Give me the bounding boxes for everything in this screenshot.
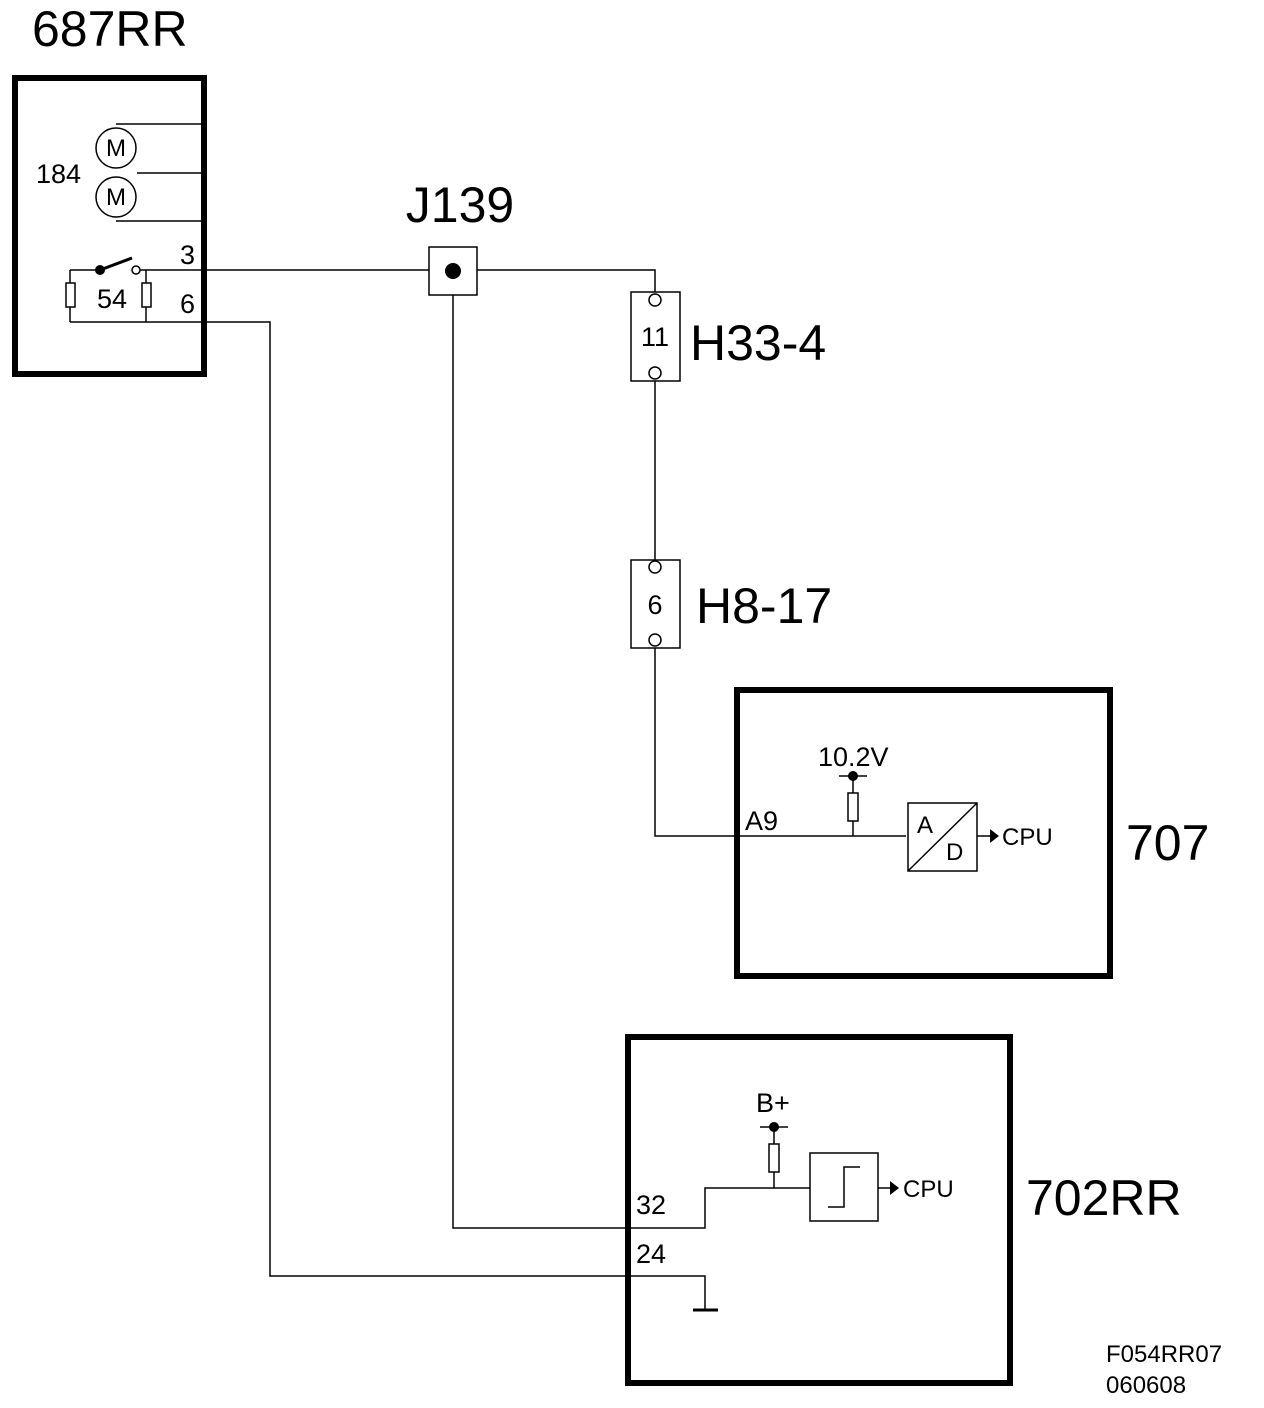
arrow-right-icon (890, 1181, 899, 1195)
supply-bplus-label: B+ (756, 1088, 790, 1118)
junction-j139-label: J139 (406, 177, 514, 233)
diagram-date: 060608 (1106, 1372, 1186, 1399)
pin-6-label: 6 (180, 289, 195, 319)
motor-ref-label: 184 (36, 159, 81, 189)
module-687rr: 687RR M M 184 54 3 6 (12, 1, 207, 377)
wire-pin6-ground (146, 321, 706, 1310)
pin-3-label: 3 (180, 240, 195, 270)
switch-blade-icon (99, 256, 133, 272)
junction-node-icon (445, 263, 461, 279)
connector-h8-17: 6 H8-17 (630, 559, 832, 649)
connector-h33-4-pin: 11 (641, 322, 669, 352)
connector-h8-17-label: H8-17 (696, 578, 832, 634)
resistor-icon (141, 282, 152, 308)
wire-j139-702rr (452, 271, 810, 1229)
terminal-icon (648, 560, 662, 574)
connector-h33-4: 11 H33-4 (630, 291, 826, 382)
switch-ref-label: 54 (97, 284, 127, 314)
motor-icon (95, 127, 137, 169)
pin-24-label: 24 (636, 1239, 666, 1269)
supply-10v-label: 10.2V (818, 742, 889, 772)
wires (140, 269, 906, 1310)
motor-symbol: M (106, 184, 126, 211)
module-702rr: 702RR 32 24 B+ CPU (625, 1034, 1182, 1386)
wire-h8-707 (654, 648, 906, 837)
motor-icon (95, 176, 137, 218)
motor-symbol: M (106, 135, 126, 162)
terminal-icon (648, 293, 662, 307)
pin-32-label: 32 (636, 1190, 666, 1220)
pullup-resistor-icon (847, 792, 859, 822)
junction-j139: J139 (406, 177, 514, 296)
terminal-icon (648, 633, 662, 647)
pin-a9-label: A9 (745, 806, 778, 836)
connector-h33-4-box (630, 291, 681, 382)
adc-diagonal-icon (907, 802, 978, 872)
wire-pin3-h33 (140, 269, 656, 292)
module-702rr-box (625, 1034, 1013, 1386)
module-707: 707 A9 10.2V A D CPU (734, 687, 1209, 979)
module-687rr-box (12, 75, 207, 377)
step-signal-icon (828, 1166, 860, 1208)
module-702rr-label: 702RR (1026, 1170, 1182, 1226)
switch-54: 54 (65, 256, 152, 323)
resistor-icon (65, 282, 76, 308)
arrow-right-icon (990, 829, 999, 843)
module-707-box (734, 687, 1113, 979)
module-687rr-label: 687RR (32, 1, 188, 57)
cpu-output-label: CPU (903, 1176, 954, 1203)
motor-assembly-184: M M 184 (36, 123, 201, 222)
adc-d-label: D (946, 839, 963, 866)
connector-h33-4-label: H33-4 (690, 315, 826, 371)
diagram-code: F054RR07 (1106, 1341, 1222, 1368)
cpu-output-label: CPU (1002, 824, 1053, 851)
adc-a-label: A (917, 812, 933, 839)
pullup-resistor-icon (768, 1143, 780, 1173)
module-707-label: 707 (1126, 815, 1209, 871)
switch-contact-icon (131, 265, 141, 275)
terminal-icon (648, 366, 662, 380)
connector-h8-17-pin: 6 (647, 590, 662, 620)
